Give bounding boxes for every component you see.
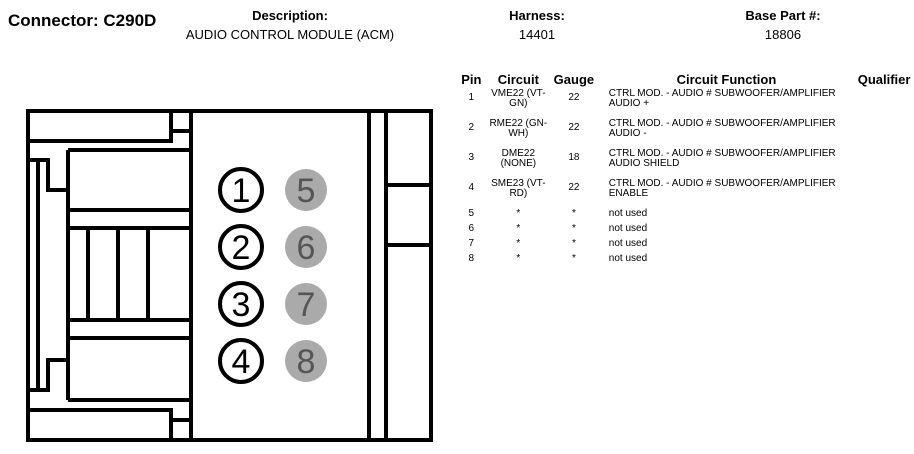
table-row: 7 * * not used <box>455 239 914 254</box>
function-cell: CTRL MOD. - AUDIO # SUBWOOFER/AMPLIFIER … <box>608 148 836 169</box>
table-row: 8 * * not used <box>455 254 914 269</box>
gauge-cell: 18 <box>568 152 580 163</box>
pin-number: 1 <box>468 92 475 103</box>
table-row: 1 VME22 (VT-GN) 22 CTRL MOD. - AUDIO # S… <box>455 89 914 119</box>
table-row: 4 SME23 (VT-RD) 22 CTRL MOD. - AUDIO # S… <box>455 179 914 209</box>
circuit-cell: * <box>516 208 521 219</box>
pin-1-circle <box>218 167 264 213</box>
pin-8-label: 8 <box>297 343 316 381</box>
qualifier-cell <box>854 89 914 119</box>
base-part-value: 18806 <box>764 27 802 42</box>
function-cell: not used <box>608 208 648 219</box>
table-row: 3 DME22 (NONE) 18 CTRL MOD. - AUDIO # SU… <box>455 149 914 179</box>
circuit-cell: * <box>516 253 521 264</box>
qualifier-cell <box>854 119 914 149</box>
pin-7-label: 7 <box>297 286 316 324</box>
function-cell: CTRL MOD. - AUDIO # SUBWOOFER/AMPLIFIER … <box>608 88 836 109</box>
circuit-cell: DME22 (NONE) <box>500 148 537 169</box>
pin-2-circle <box>218 224 264 270</box>
function-cell: CTRL MOD. - AUDIO # SUBWOOFER/AMPLIFIER … <box>608 178 836 199</box>
circuit-cell: * <box>516 238 521 249</box>
pin-table-header: Pin Circuit Gauge Circuit Function Quali… <box>455 72 914 89</box>
gauge-cell: 22 <box>568 92 580 103</box>
qualifier-cell <box>854 149 914 179</box>
gauge-cell: 22 <box>568 122 580 133</box>
header-gauge: Gauge <box>553 72 595 87</box>
circuit-cell: * <box>516 223 521 234</box>
pin-4-circle <box>218 338 264 384</box>
qualifier-cell <box>854 239 914 254</box>
connector-face-diagram: 1 2 3 4 5 6 7 8 <box>26 109 433 442</box>
gauge-cell: * <box>571 223 576 234</box>
pin-3-label: 3 <box>232 286 251 324</box>
function-cell: not used <box>608 223 648 234</box>
pin-number: 8 <box>468 253 475 264</box>
qualifier-cell <box>854 224 914 239</box>
table-row: 6 * * not used <box>455 224 914 239</box>
connector-title: Connector: C290D <box>8 11 157 30</box>
pin-number: 4 <box>468 182 475 193</box>
pin-6-label: 6 <box>297 229 316 267</box>
table-row: 5 * * not used <box>455 209 914 224</box>
pin-5-label: 5 <box>297 172 316 210</box>
pin-number: 7 <box>468 238 475 249</box>
function-cell: not used <box>608 253 648 264</box>
pin-table: Pin Circuit Gauge Circuit Function Quali… <box>455 72 914 269</box>
function-cell: CTRL MOD. - AUDIO # SUBWOOFER/AMPLIFIER … <box>608 118 836 139</box>
harness-label: Harness: <box>509 8 565 23</box>
gauge-cell: 22 <box>568 182 580 193</box>
harness-value: 14401 <box>518 27 556 42</box>
pin-4-label: 4 <box>232 343 251 381</box>
description-value: AUDIO CONTROL MODULE (ACM) <box>185 27 395 42</box>
qualifier-cell <box>854 209 914 224</box>
pin-number: 3 <box>468 152 475 163</box>
pin-5-circle <box>285 169 327 211</box>
pin-3-circle <box>218 281 264 327</box>
header-qualifier: Qualifier <box>857 72 911 87</box>
pin-7-circle <box>285 283 327 325</box>
pin-8-circle <box>285 340 327 382</box>
table-row: 2 RME22 (GN-WH) 22 CTRL MOD. - AUDIO # S… <box>455 119 914 149</box>
gauge-cell: * <box>571 208 576 219</box>
header-circuit-function: Circuit Function <box>676 72 777 87</box>
circuit-cell: SME23 (VT-RD) <box>491 178 546 199</box>
pin-6-circle <box>285 226 327 268</box>
circuit-cell: RME22 (GN-WH) <box>489 118 548 139</box>
pin-number: 6 <box>468 223 475 234</box>
header-pin: Pin <box>461 72 482 87</box>
circuit-cell: VME22 (VT-GN) <box>491 88 546 109</box>
pin-2-label: 2 <box>232 229 251 267</box>
function-cell: not used <box>608 238 648 249</box>
header-circuit: Circuit <box>497 72 539 87</box>
qualifier-cell <box>854 179 914 209</box>
description-label: Description: <box>252 8 328 23</box>
pin-number: 2 <box>468 122 475 133</box>
pin-number: 5 <box>468 208 475 219</box>
pin-1-label: 1 <box>232 172 251 210</box>
gauge-cell: * <box>571 238 576 249</box>
qualifier-cell <box>854 254 914 269</box>
base-part-label: Base Part #: <box>745 8 821 23</box>
gauge-cell: * <box>571 253 576 264</box>
